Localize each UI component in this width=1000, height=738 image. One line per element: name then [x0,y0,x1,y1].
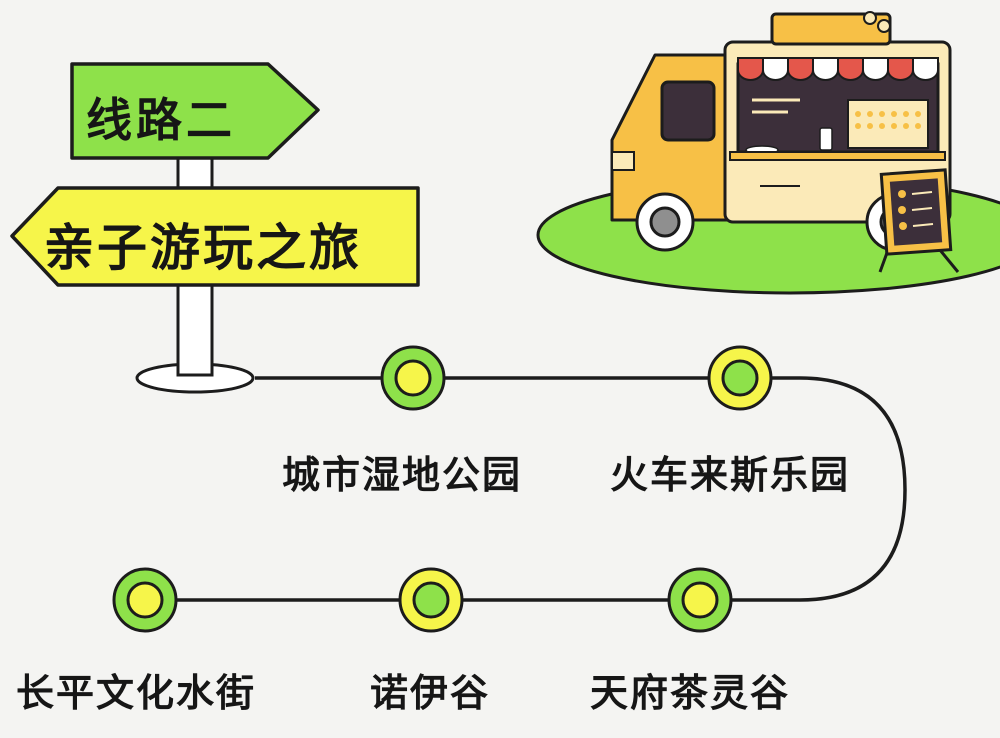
signpost-icon [10,62,420,394]
route-label: 线路二 [86,93,236,147]
stop-label-5: 天府茶灵谷 [590,671,791,715]
stop-label-2: 火车来斯乐园 [610,453,851,497]
stop-marker-2 [707,345,773,411]
stop-marker-1 [380,345,446,411]
theme-label: 亲子游玩之旅 [44,219,362,277]
stop-marker-4 [398,567,464,633]
stop-label-1: 城市湿地公园 [282,453,523,497]
stop-marker-5 [667,567,733,633]
route-path [150,376,907,602]
stop-marker-3 [112,567,178,633]
stop-label-3: 长平文化水街 [16,671,257,715]
stop-label-4: 诺伊谷 [370,671,491,715]
menu-board-icon [878,168,960,273]
